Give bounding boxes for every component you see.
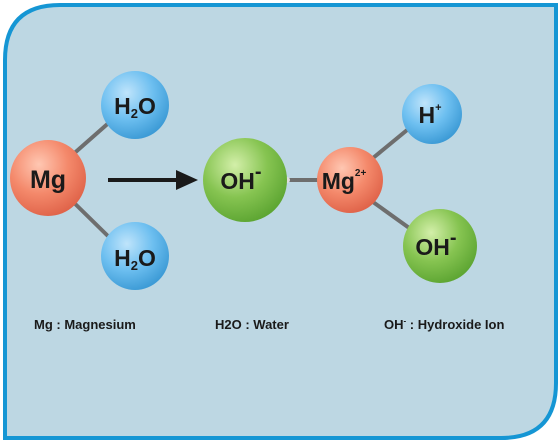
hydroxide-ion-left: OH-	[203, 138, 287, 222]
svg-text:H2O: H2O	[114, 245, 156, 273]
mg-right-symbol: Mg	[322, 168, 355, 194]
legend-water: H2O : Water	[215, 317, 289, 332]
legend-hydroxide-name: : Hydroxide Ion	[406, 317, 505, 332]
water-molecule-top: H2O	[101, 71, 169, 139]
svg-text:H+: H+	[418, 102, 441, 128]
h2o-bottom-subscript: 2	[131, 258, 138, 273]
svg-text:Mg2+: Mg2+	[322, 168, 367, 194]
h-plus-symbol: H	[418, 102, 435, 128]
legend-magnesium: Mg : Magnesium	[34, 317, 136, 332]
magnesium-ion-right: Mg2+	[317, 147, 383, 213]
legend-hydroxide-symbol: OH	[384, 317, 404, 332]
h2o-bottom-o: O	[138, 245, 156, 271]
oh-left-symbol: OH	[220, 168, 255, 194]
water-molecule-bottom: H2O	[101, 222, 169, 290]
magnesium-atom-left: Mg	[10, 140, 86, 216]
hydroxide-ion-right: OH-	[403, 209, 477, 283]
h2o-top-subscript: 2	[131, 106, 138, 121]
svg-text:OH-: OH-	[415, 227, 456, 260]
legend-hydroxide-charge: -	[403, 316, 407, 326]
svg-text:OH-: OH-	[220, 161, 261, 194]
mg-left-symbol: Mg	[30, 166, 66, 194]
oh-left-charge: -	[255, 161, 262, 183]
hydrogen-ion: H+	[402, 84, 462, 144]
h-plus-charge: +	[435, 102, 441, 114]
reaction-arrow-head	[176, 170, 198, 190]
svg-text:H2O: H2O	[114, 93, 156, 121]
oh-right-symbol: OH	[415, 234, 450, 260]
h2o-bottom-h: H	[114, 245, 131, 271]
legend-hydroxide: OH- : Hydroxide Ion	[384, 317, 504, 332]
mg-right-charge: 2+	[355, 168, 367, 179]
bond-mg-oh	[371, 200, 414, 232]
oh-right-charge: -	[450, 227, 457, 249]
h2o-top-o: O	[138, 93, 156, 119]
bond-mg-h	[371, 124, 414, 160]
h2o-top-h: H	[114, 93, 131, 119]
background-panel	[3, 3, 558, 440]
